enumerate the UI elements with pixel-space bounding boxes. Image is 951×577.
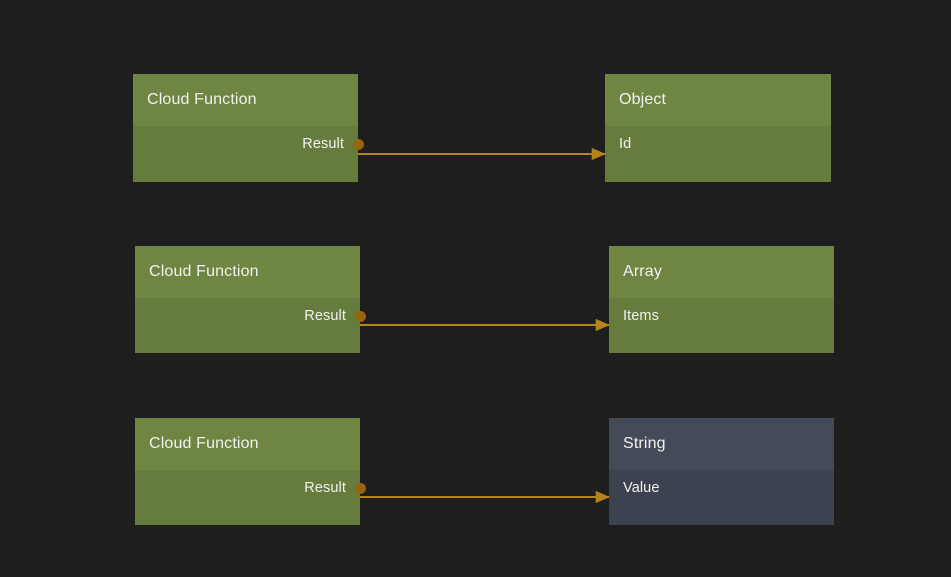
port-label: Items bbox=[623, 308, 659, 324]
output-port-dot[interactable] bbox=[354, 482, 366, 494]
node-title: Cloud Function bbox=[135, 418, 360, 470]
node-body: Items bbox=[609, 298, 834, 353]
node-title: Object bbox=[605, 74, 831, 126]
output-port-row[interactable]: Result bbox=[133, 126, 358, 162]
node-title: Array bbox=[609, 246, 834, 298]
input-port-row[interactable]: Id bbox=[605, 126, 831, 162]
input-port-row[interactable]: Items bbox=[609, 298, 834, 334]
node-body: Result bbox=[135, 298, 366, 353]
output-port-row[interactable]: Result bbox=[135, 470, 360, 506]
output-port-row[interactable]: Result bbox=[135, 298, 360, 334]
node-body: Result bbox=[135, 470, 366, 525]
node-body: Result bbox=[133, 126, 364, 182]
port-label: Result bbox=[304, 308, 346, 324]
input-port-row[interactable]: Value bbox=[609, 470, 834, 506]
node-title: String bbox=[609, 418, 834, 470]
node-title: Cloud Function bbox=[133, 74, 358, 126]
output-port-dot[interactable] bbox=[354, 310, 366, 322]
port-label: Id bbox=[619, 136, 632, 152]
node-body: Id bbox=[605, 126, 831, 182]
node-title: Cloud Function bbox=[135, 246, 360, 298]
port-label: Result bbox=[304, 480, 346, 496]
output-port-dot[interactable] bbox=[352, 138, 364, 150]
node-body: Value bbox=[609, 470, 834, 525]
port-label: Result bbox=[302, 136, 344, 152]
port-label: Value bbox=[623, 480, 660, 496]
